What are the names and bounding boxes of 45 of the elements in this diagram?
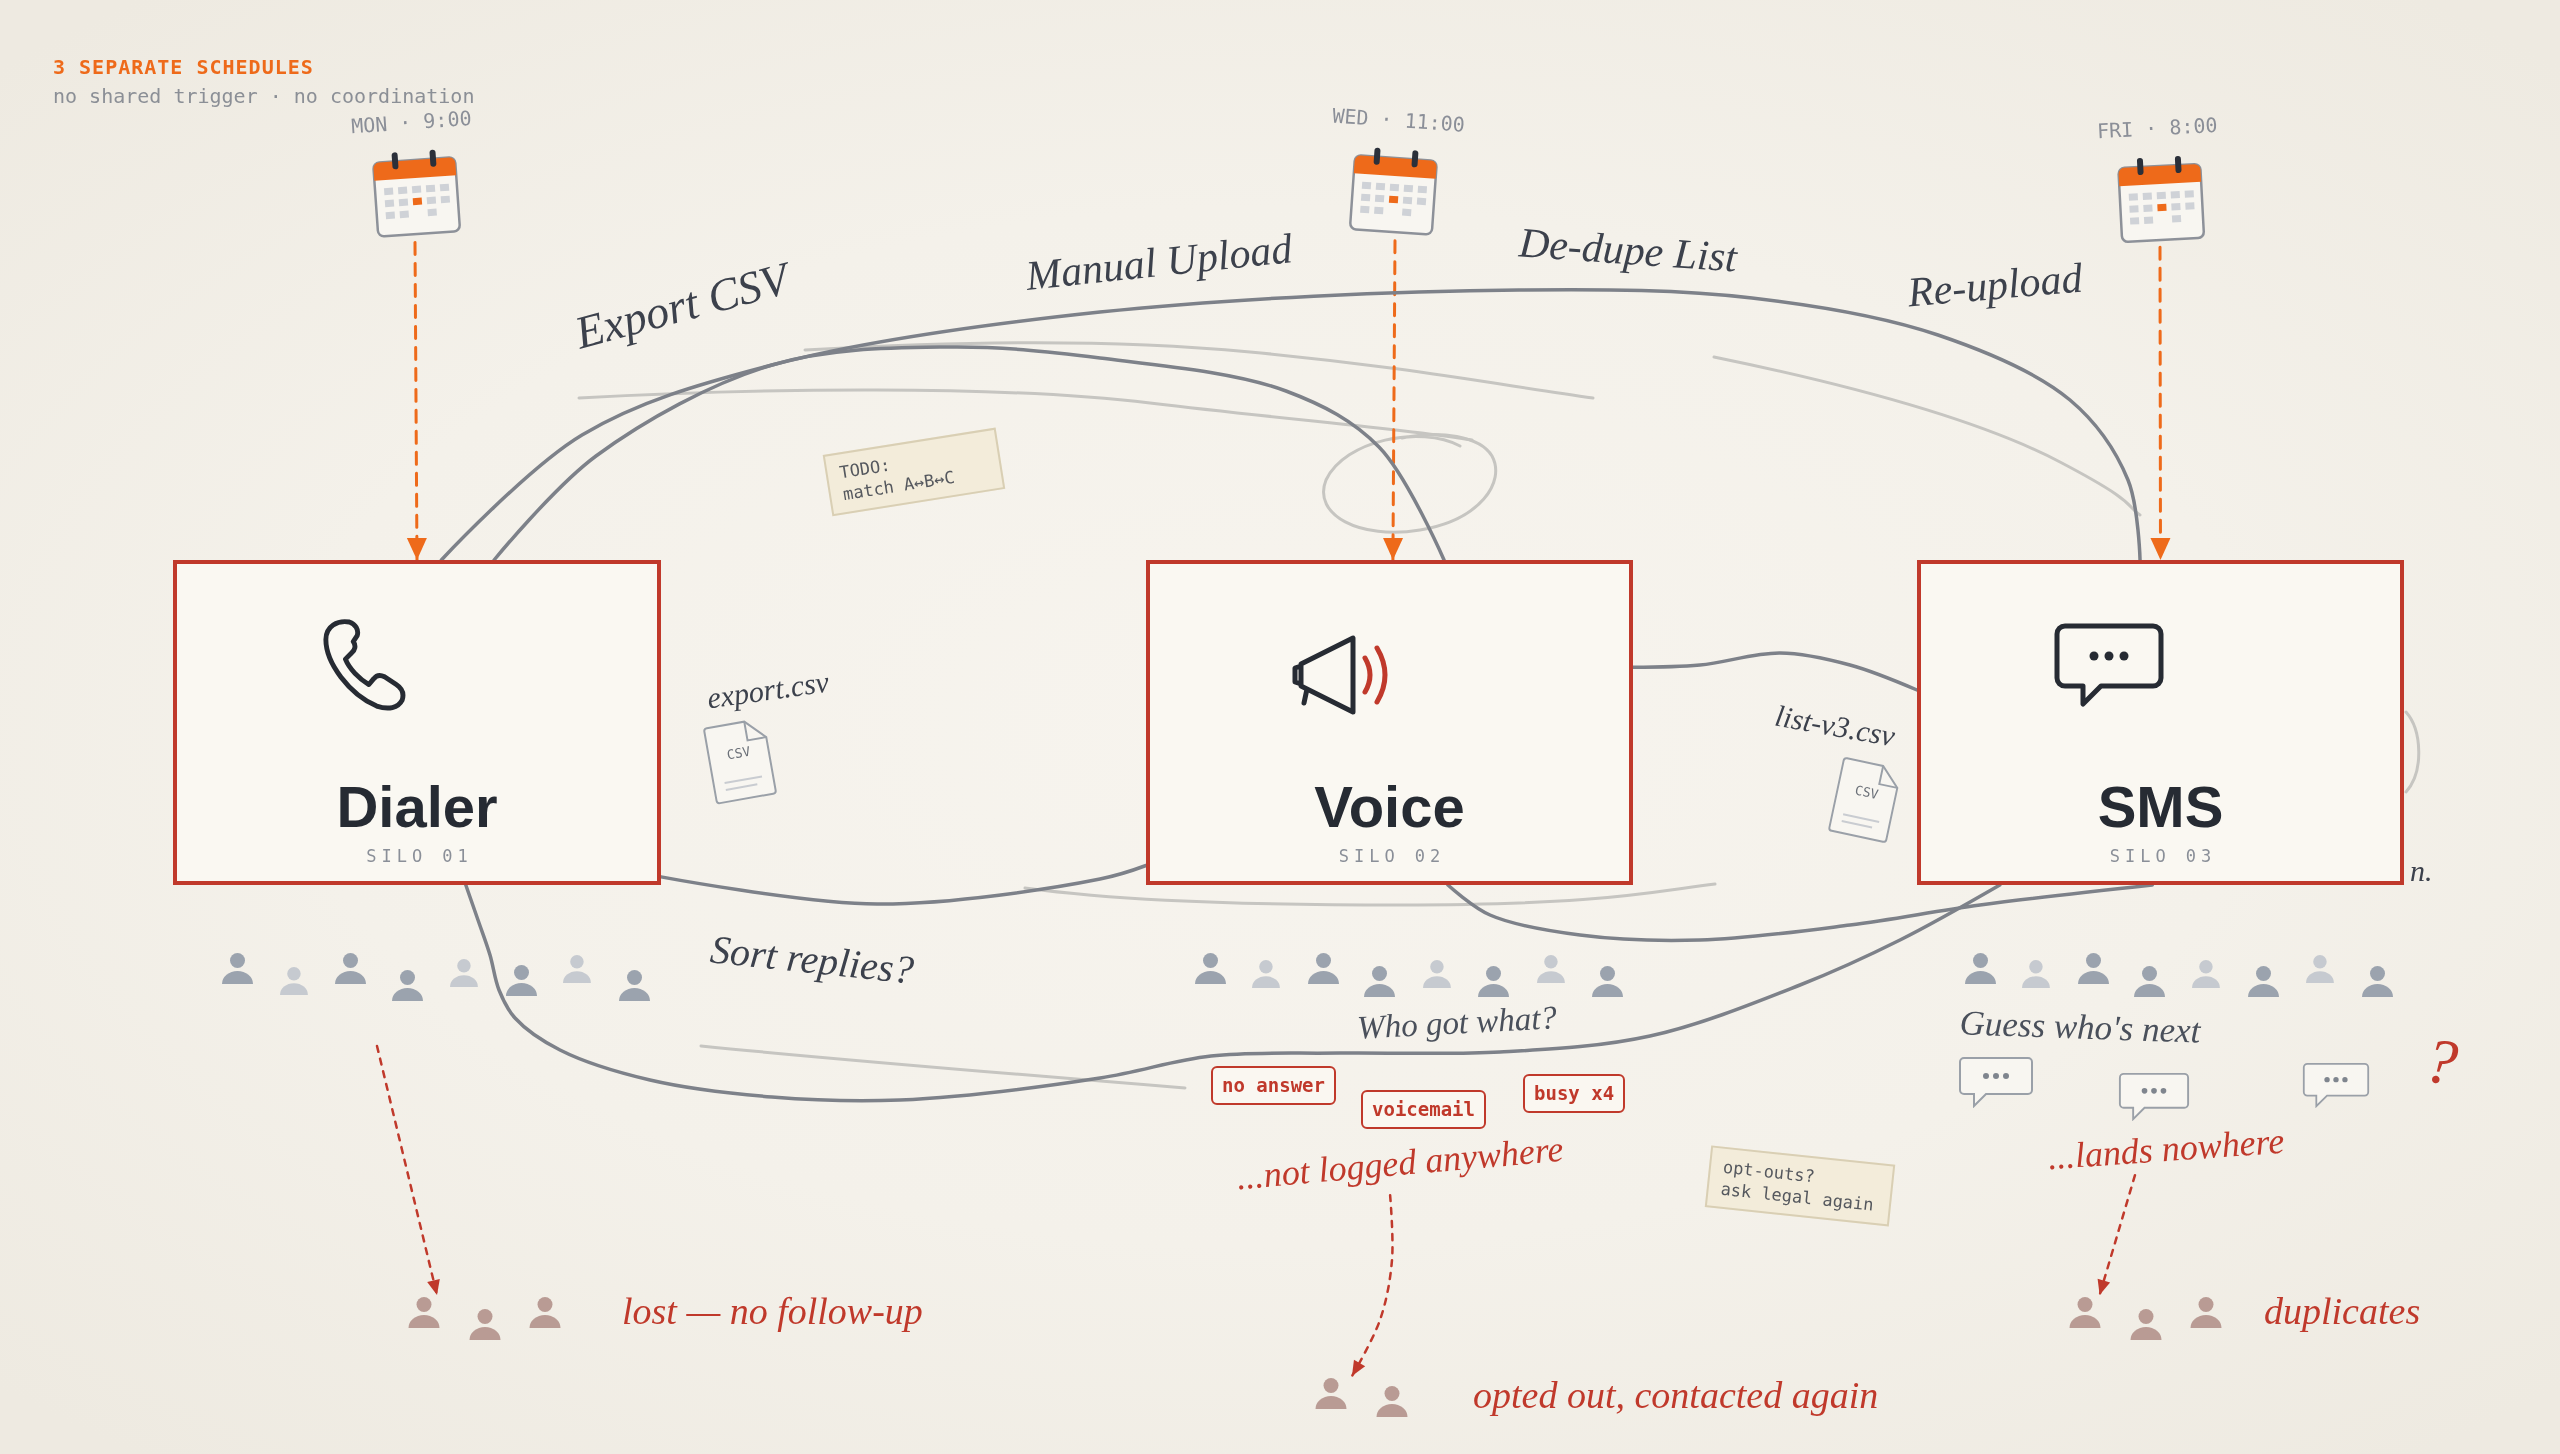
file-type-label: CSV [1853,783,1880,801]
subtitle: no shared trigger · no coordination [53,84,475,108]
handwritten-note: Guess who's next [1959,1005,2201,1049]
silo-box [173,560,661,885]
handwritten-note: Who got what? [1356,1001,1558,1045]
handwritten-note: Sort replies? [708,929,916,991]
annotation-text: ...not logged anywhere [1235,1130,1565,1196]
silo-label: SILO 03 [2108,846,2218,867]
schedule-time: FRI · 8:00 [2095,112,2220,144]
file-name: list-v3.csv [1772,700,1898,752]
annotation-text: opted out, contacted again [1473,1376,1879,1414]
dashed-arrow [1383,239,1404,562]
step-label: Re-upload [1906,256,2084,314]
status-tag: busy x4 [1523,1074,1626,1113]
dashed-arrow [2150,245,2171,562]
question-mark: ? [2420,1028,2462,1096]
step-label: De-dupe List [1517,221,1739,279]
schedule-time: MON · 9:00 [349,105,474,139]
silo-box [1146,560,1633,885]
text-fragment: n. [2410,856,2433,886]
connector-line [464,883,2002,1103]
dashed-arrow [406,240,427,562]
dashed-arrow [1350,1193,1394,1378]
silo-label: SILO 01 [365,846,474,867]
status-tag: voicemail [1361,1090,1486,1129]
dashed-arrow [2097,1173,2137,1297]
dashed-arrow [375,1044,440,1297]
silo-title: Voice [1313,778,1466,836]
annotation-text: ...lands nowhere [2046,1122,2286,1176]
file-type-label: CSV [725,744,752,762]
silo-label: SILO 02 [1337,846,1447,867]
annotation-text: duplicates [2264,1292,2421,1330]
annotation-text: lost — no follow-up [622,1292,923,1330]
connector-line [492,345,1446,562]
status-tag: no answer [1211,1066,1336,1105]
file-name: export.csv [705,666,831,714]
connector-line [439,287,2142,562]
schedule-time: WED · 11:00 [1330,103,1467,137]
silo-title: SMS [2096,778,2225,836]
step-label: Export CSV [570,255,794,357]
silo-box [1917,560,2404,885]
step-label: Manual Upload [1023,227,1295,297]
diagram-title: 3 SEPARATE SCHEDULES [53,55,314,79]
silo-title: Dialer [335,778,499,836]
connector-line [1446,883,2154,943]
